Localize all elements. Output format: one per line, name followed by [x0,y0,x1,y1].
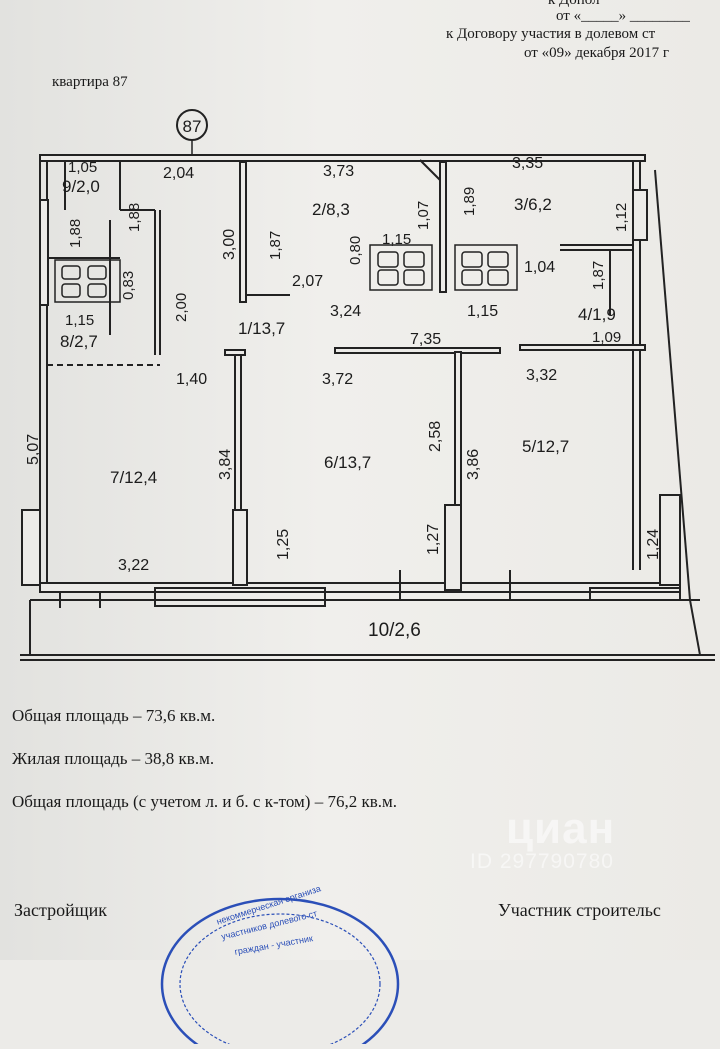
dimension-labels: 1,05 2,04 3,73 3,35 1,88 1,88 1,07 1,89 … [25,155,662,574]
apartment-number-marker: 87 [176,109,208,158]
dim-5-07: 5,07 [25,434,42,465]
dim-1-88-right: 1,88 [126,203,143,232]
dim-1-15-left: 1,15 [65,312,94,329]
dim-1-27: 1,27 [425,524,442,555]
room-labels: 9/2,0 2/8,3 3/6,2 8/2,7 1/13,7 4/1,9 7/1… [60,177,616,641]
header-line-3: к Договору участия в долевом ст [446,26,656,42]
dim-1-40: 1,40 [176,371,207,388]
apartment-number: 87 [183,117,202,136]
dim-1-15-top: 1,15 [382,231,411,248]
dim-3-00: 3,00 [221,229,238,260]
watermark-id: ID 297790780 [470,850,614,873]
dim-1-07: 1,07 [415,201,432,230]
room-1: 1/13,7 [238,319,285,338]
dim-1-89: 1,89 [461,187,478,216]
total-area: Общая площадь – 73,6 кв.м. [12,706,216,725]
dim-2-04: 2,04 [163,165,194,182]
dim-0-80: 0,80 [347,236,364,265]
room-6: 6/13,7 [324,453,371,472]
dim-1-87-mid: 1,87 [267,231,284,260]
organization-stamp: некоммерческая организа участников долев… [150,883,410,1049]
room-9: 9/2,0 [62,177,100,196]
developer-signature-label: Застройщик [14,900,107,920]
room-10: 10/2,6 [368,620,421,641]
room-3: 3/6,2 [514,195,552,214]
dim-0-83: 0,83 [120,271,137,300]
watermark-brand: циан [506,804,616,853]
dim-3-86: 3,86 [465,449,482,480]
dim-3-22: 3,22 [118,557,149,574]
room-8: 8/2,7 [60,332,98,351]
dim-2-07: 2,07 [292,273,323,290]
header-line-4: от «09» декабря 2017 г [524,45,670,61]
dim-1-15-mid: 1,15 [467,303,498,320]
dim-3-32: 3,32 [526,367,557,384]
room-4: 4/1,9 [578,305,616,324]
kitchen-fixtures [54,244,518,303]
dim-1-24: 1,24 [645,529,662,560]
walls [21,154,691,601]
dim-3-72: 3,72 [322,371,353,388]
dim-1-12: 1,12 [613,203,630,232]
dim-1-05: 1,05 [68,159,97,176]
dim-1-25: 1,25 [275,529,292,560]
room-7: 7/12,4 [110,468,157,487]
dim-1-87-right: 1,87 [590,261,607,290]
dim-3-35: 3,35 [512,155,543,172]
header-line-1: к Допол [548,0,600,8]
dim-2-00: 2,00 [173,293,190,322]
dim-1-04: 1,04 [524,259,555,276]
living-area: Жилая площадь – 38,8 кв.м. [12,749,215,768]
dim-2-58: 2,58 [427,421,444,452]
floor-plan: 87 [20,109,715,661]
dim-7-35: 7,35 [410,331,441,348]
participant-signature-label: Участник строительс [498,900,661,920]
cian-watermark: циан ID 297790780 [470,804,670,886]
balcony [20,570,715,661]
stamp-seal-icon [160,897,400,1049]
header-line-2: от «_____» ________ [556,8,690,24]
room-2: 2/8,3 [312,200,350,219]
dim-3-73: 3,73 [323,163,354,180]
dim-3-24: 3,24 [330,303,361,320]
room-5: 5/12,7 [522,437,569,456]
apartment-label: квартира 87 [52,74,128,90]
dim-3-84: 3,84 [217,449,234,480]
dim-1-09: 1,09 [592,329,621,346]
dim-1-88-left: 1,88 [67,219,84,248]
total-area-with-balcony: Общая площадь (с учетом л. и б. с к-том)… [12,792,397,811]
